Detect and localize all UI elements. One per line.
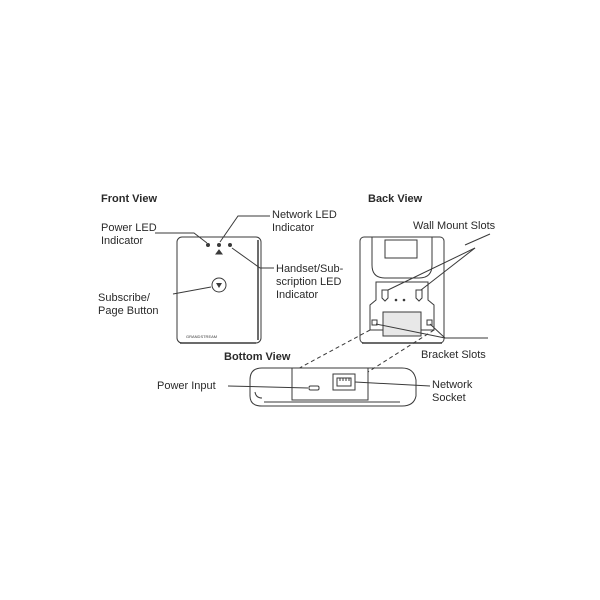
back-label-window — [384, 239, 418, 259]
bracket-slot-leader — [429, 323, 488, 339]
network-led-label-line: Network LED — [272, 209, 337, 221]
network-socket-label-line: Socket — [432, 392, 466, 404]
projection-right — [367, 329, 435, 373]
bracket-slot-leader-left — [375, 323, 446, 339]
back-dot — [394, 298, 398, 302]
power-input-port — [308, 385, 320, 391]
network-socket-label-line: Network — [432, 379, 473, 391]
power-led-leader — [155, 232, 208, 244]
handset-led-label-line: Indicator — [276, 289, 319, 301]
power-led-label-line: Indicator — [101, 235, 144, 247]
subscribe-button-icon — [211, 277, 227, 293]
projection-left — [291, 329, 371, 373]
handset-led-label: Handset/Sub- scription LED Indicator — [276, 263, 343, 302]
network-led-label-line: Indicator — [272, 222, 315, 234]
back-top-recess — [371, 237, 433, 279]
bottom-body — [249, 367, 417, 407]
brand-mark: GRANDSTREAM — [186, 334, 217, 339]
back-view-device — [359, 236, 445, 344]
bottom-recess — [291, 367, 369, 401]
power-input-leader — [227, 385, 309, 389]
subscribe-arrow-icon — [216, 283, 222, 288]
bottom-edge-curve — [254, 391, 263, 399]
back-dot — [402, 298, 406, 302]
subscribe-button-leader — [172, 286, 212, 295]
wall-mount-slot-right — [415, 289, 423, 302]
network-led — [217, 243, 221, 247]
front-callout-lines — [155, 215, 274, 295]
network-led-label: Network LED Indicator — [272, 209, 337, 235]
network-socket-leader — [354, 381, 431, 387]
bracket-slot-right — [426, 319, 433, 326]
bottom-view-heading: Bottom View — [224, 351, 291, 363]
bottom-callout-lines — [227, 381, 431, 389]
power-input-label: Power Input — [157, 380, 216, 392]
front-view-heading: Front View — [101, 193, 158, 205]
power-led-label: Power LED Indicator — [101, 222, 157, 248]
network-led-leader — [219, 215, 270, 243]
wall-mount-slots-label: Wall Mount Slots — [413, 220, 496, 232]
handset-led — [228, 243, 232, 247]
network-socket-label: Network Socket — [432, 379, 472, 405]
back-view-heading: Back View — [368, 193, 423, 205]
power-led — [206, 243, 210, 247]
bracket-slots-label: Bracket Slots — [421, 349, 486, 361]
wall-mount-leader-right — [420, 247, 476, 291]
network-socket-inner — [336, 377, 352, 387]
back-callout-lines — [375, 233, 491, 339]
subscribe-button-label-line: Subscribe/ — [98, 292, 150, 304]
projection-lines — [291, 329, 435, 373]
handset-led-label-line: scription LED — [276, 276, 342, 288]
handset-led-label-line: Handset/Sub- — [276, 263, 344, 275]
front-view-device — [176, 236, 262, 344]
bottom-view-device — [249, 367, 417, 407]
wall-mount-leader-left — [387, 247, 476, 291]
subscribe-button-label-line: Page Button — [98, 305, 159, 317]
wall-mount-slot-left — [381, 289, 389, 302]
led-triangle-icon — [215, 249, 223, 255]
wall-mount-leader — [464, 233, 491, 246]
handset-led-leader — [231, 247, 274, 269]
subscribe-button-label: Subscribe/ Page Button — [98, 292, 159, 318]
power-led-label-line: Power LED — [101, 222, 157, 234]
bracket-slot-left — [371, 319, 378, 326]
